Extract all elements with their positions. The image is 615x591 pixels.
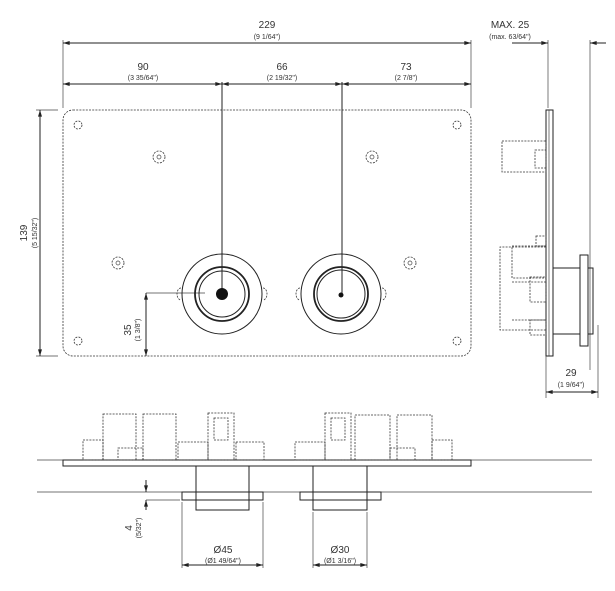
knob-height-inch: (1 3/8"): [135, 319, 142, 342]
segment-2-mm: 66: [276, 62, 288, 73]
flange-thickness-mm: 4: [124, 525, 135, 531]
diameter-right-mm: Ø30: [331, 545, 350, 556]
flange-thickness-inch: (5/32"): [136, 518, 143, 539]
segment-2-inch: (2 19/32"): [267, 75, 298, 82]
diameter-left-mm: Ø45: [214, 545, 233, 556]
plate-outline: [62, 109, 472, 357]
knob-height-mm: 35: [123, 324, 134, 336]
diameter-left-inch: (Ø1 49/64"): [205, 558, 241, 565]
width-mm: 229: [259, 20, 276, 31]
right-knob: [295, 253, 387, 335]
segment-1-mm: 90: [137, 62, 149, 73]
projection-mm: 29: [565, 368, 577, 379]
projection-inch: (1 9/64"): [558, 382, 585, 389]
bottom-view: 4 (5/32") Ø45 (Ø1 49/64") Ø30 (Ø1 3/16"): [37, 412, 592, 568]
screw-centers: [115, 154, 413, 266]
segment-1-inch: (3 35/64"): [128, 75, 159, 82]
diameter-right-inch: (Ø1 3/16"): [324, 558, 356, 565]
width-inch: (9 1/64"): [254, 34, 281, 41]
side-view: MAX. 25 (max. 63/64") 29 (1 9/64"): [489, 20, 606, 398]
front-view: 229 (9 1/64") 90 (3 35/64") 66 (2 19/32"…: [19, 20, 472, 357]
left-knob: [176, 253, 268, 335]
max-depth-inch: (max. 63/64"): [489, 34, 531, 41]
mounting-holes: [73, 120, 462, 346]
height-inch: (5 15/32"): [32, 218, 39, 249]
max-depth-mm: MAX. 25: [491, 20, 530, 31]
segment-3-inch: (2 7/8"): [395, 75, 418, 82]
height-mm: 139: [19, 224, 30, 241]
segment-3-mm: 73: [400, 62, 412, 73]
